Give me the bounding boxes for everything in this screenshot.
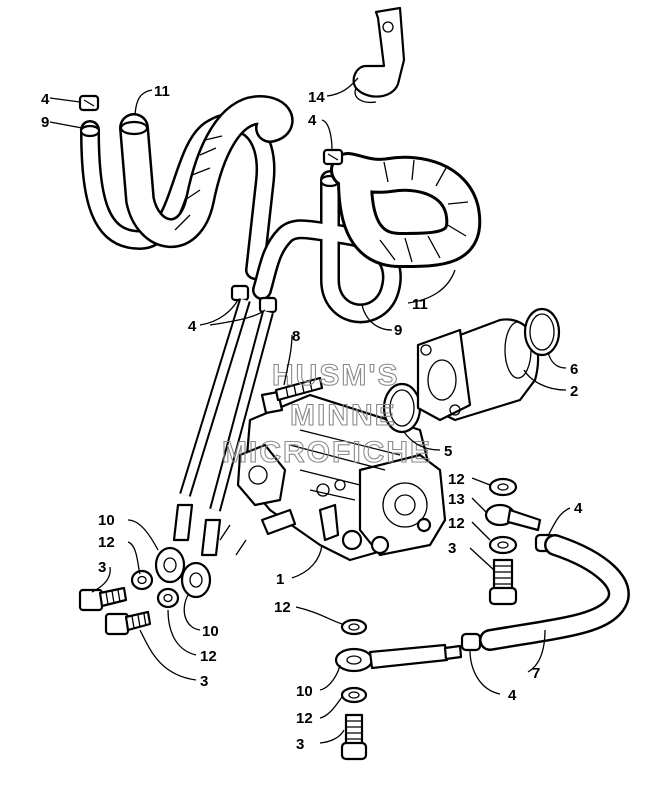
washer-center <box>340 618 368 636</box>
callout-7: 7 <box>532 665 540 682</box>
callout-1: 1 <box>276 571 284 588</box>
leader-lines <box>49 77 571 744</box>
screw-8 <box>260 376 324 415</box>
hose-clamp-bottom <box>460 632 482 652</box>
o-ring-6 <box>523 307 561 357</box>
callout-labels: 4 9 11 14 4 4 11 9 8 6 2 5 12 13 12 3 4 … <box>41 83 583 753</box>
banjo-bolt-bottom <box>340 713 368 761</box>
feed-tubes <box>172 298 274 557</box>
adapter-housing <box>416 318 540 422</box>
washer-bottom <box>340 686 368 704</box>
banjo-bolt-left-a <box>78 586 128 612</box>
hose-11-right <box>330 152 482 269</box>
callout-4-right: 4 <box>574 500 583 517</box>
callout-4-mid: 4 <box>188 318 197 335</box>
callout-5: 5 <box>444 443 452 460</box>
callout-12-bottom: 12 <box>296 710 313 727</box>
washer-left-b <box>156 587 180 609</box>
callout-12-left: 12 <box>98 534 115 551</box>
callout-14: 14 <box>308 89 325 106</box>
banjo-bolt-left-b <box>104 610 152 636</box>
callout-9-topleft: 9 <box>41 114 49 131</box>
callout-11-right: 11 <box>412 296 428 313</box>
hose-clamp-topmid <box>322 148 344 166</box>
clamp-bracket <box>352 6 406 104</box>
hose-9-left <box>79 112 276 280</box>
banjo-fitting-left-b <box>180 561 212 599</box>
watermark: HUSM'S MINNE MICROFICHE <box>221 358 432 469</box>
banjo-bolt-right <box>488 558 518 606</box>
callout-2: 2 <box>570 383 578 400</box>
washer-right-a <box>488 477 518 497</box>
hose-clamp-topleft <box>78 94 100 112</box>
watermark-line2: MINNE <box>290 399 397 432</box>
callout-3-bottom: 3 <box>296 736 304 753</box>
callout-3-left: 3 <box>98 559 106 576</box>
watermark-line3: MICROFICHE <box>222 436 432 469</box>
callout-10-left: 10 <box>98 512 115 529</box>
callout-10-mid: 10 <box>202 623 219 640</box>
callout-12-mid: 12 <box>200 648 217 665</box>
hose-7 <box>479 534 630 651</box>
callout-9-right: 9 <box>394 322 402 339</box>
callout-3-right: 3 <box>448 540 456 557</box>
oil-pump-body <box>236 393 447 562</box>
callout-13: 13 <box>448 491 465 508</box>
callout-3-mid: 3 <box>200 673 208 690</box>
callout-4-topleft: 4 <box>41 91 50 108</box>
callout-12-center: 12 <box>274 599 291 616</box>
hose-clamp-mid-a <box>230 284 250 302</box>
callout-11-top: 11 <box>154 83 170 100</box>
watermark-line1: HUSM'S <box>272 359 399 392</box>
gasket-5 <box>382 382 422 434</box>
hose-11-left <box>119 94 294 248</box>
banjo-fitting-bottom <box>334 643 463 673</box>
callout-12-right-a: 12 <box>448 471 465 488</box>
callout-8: 8 <box>292 328 300 345</box>
callout-10-bottom: 10 <box>296 683 313 700</box>
callout-4-topmid: 4 <box>308 112 317 129</box>
washer-left-a <box>130 569 154 591</box>
hose-clamp-mid-b <box>258 296 278 314</box>
banjo-fitting-left-a <box>154 546 186 584</box>
banjo-fitting-13 <box>484 503 542 532</box>
callout-6: 6 <box>570 361 578 378</box>
callout-12-right-b: 12 <box>448 515 465 532</box>
callout-4-bottom: 4 <box>508 687 517 704</box>
washer-right-b <box>488 535 518 555</box>
